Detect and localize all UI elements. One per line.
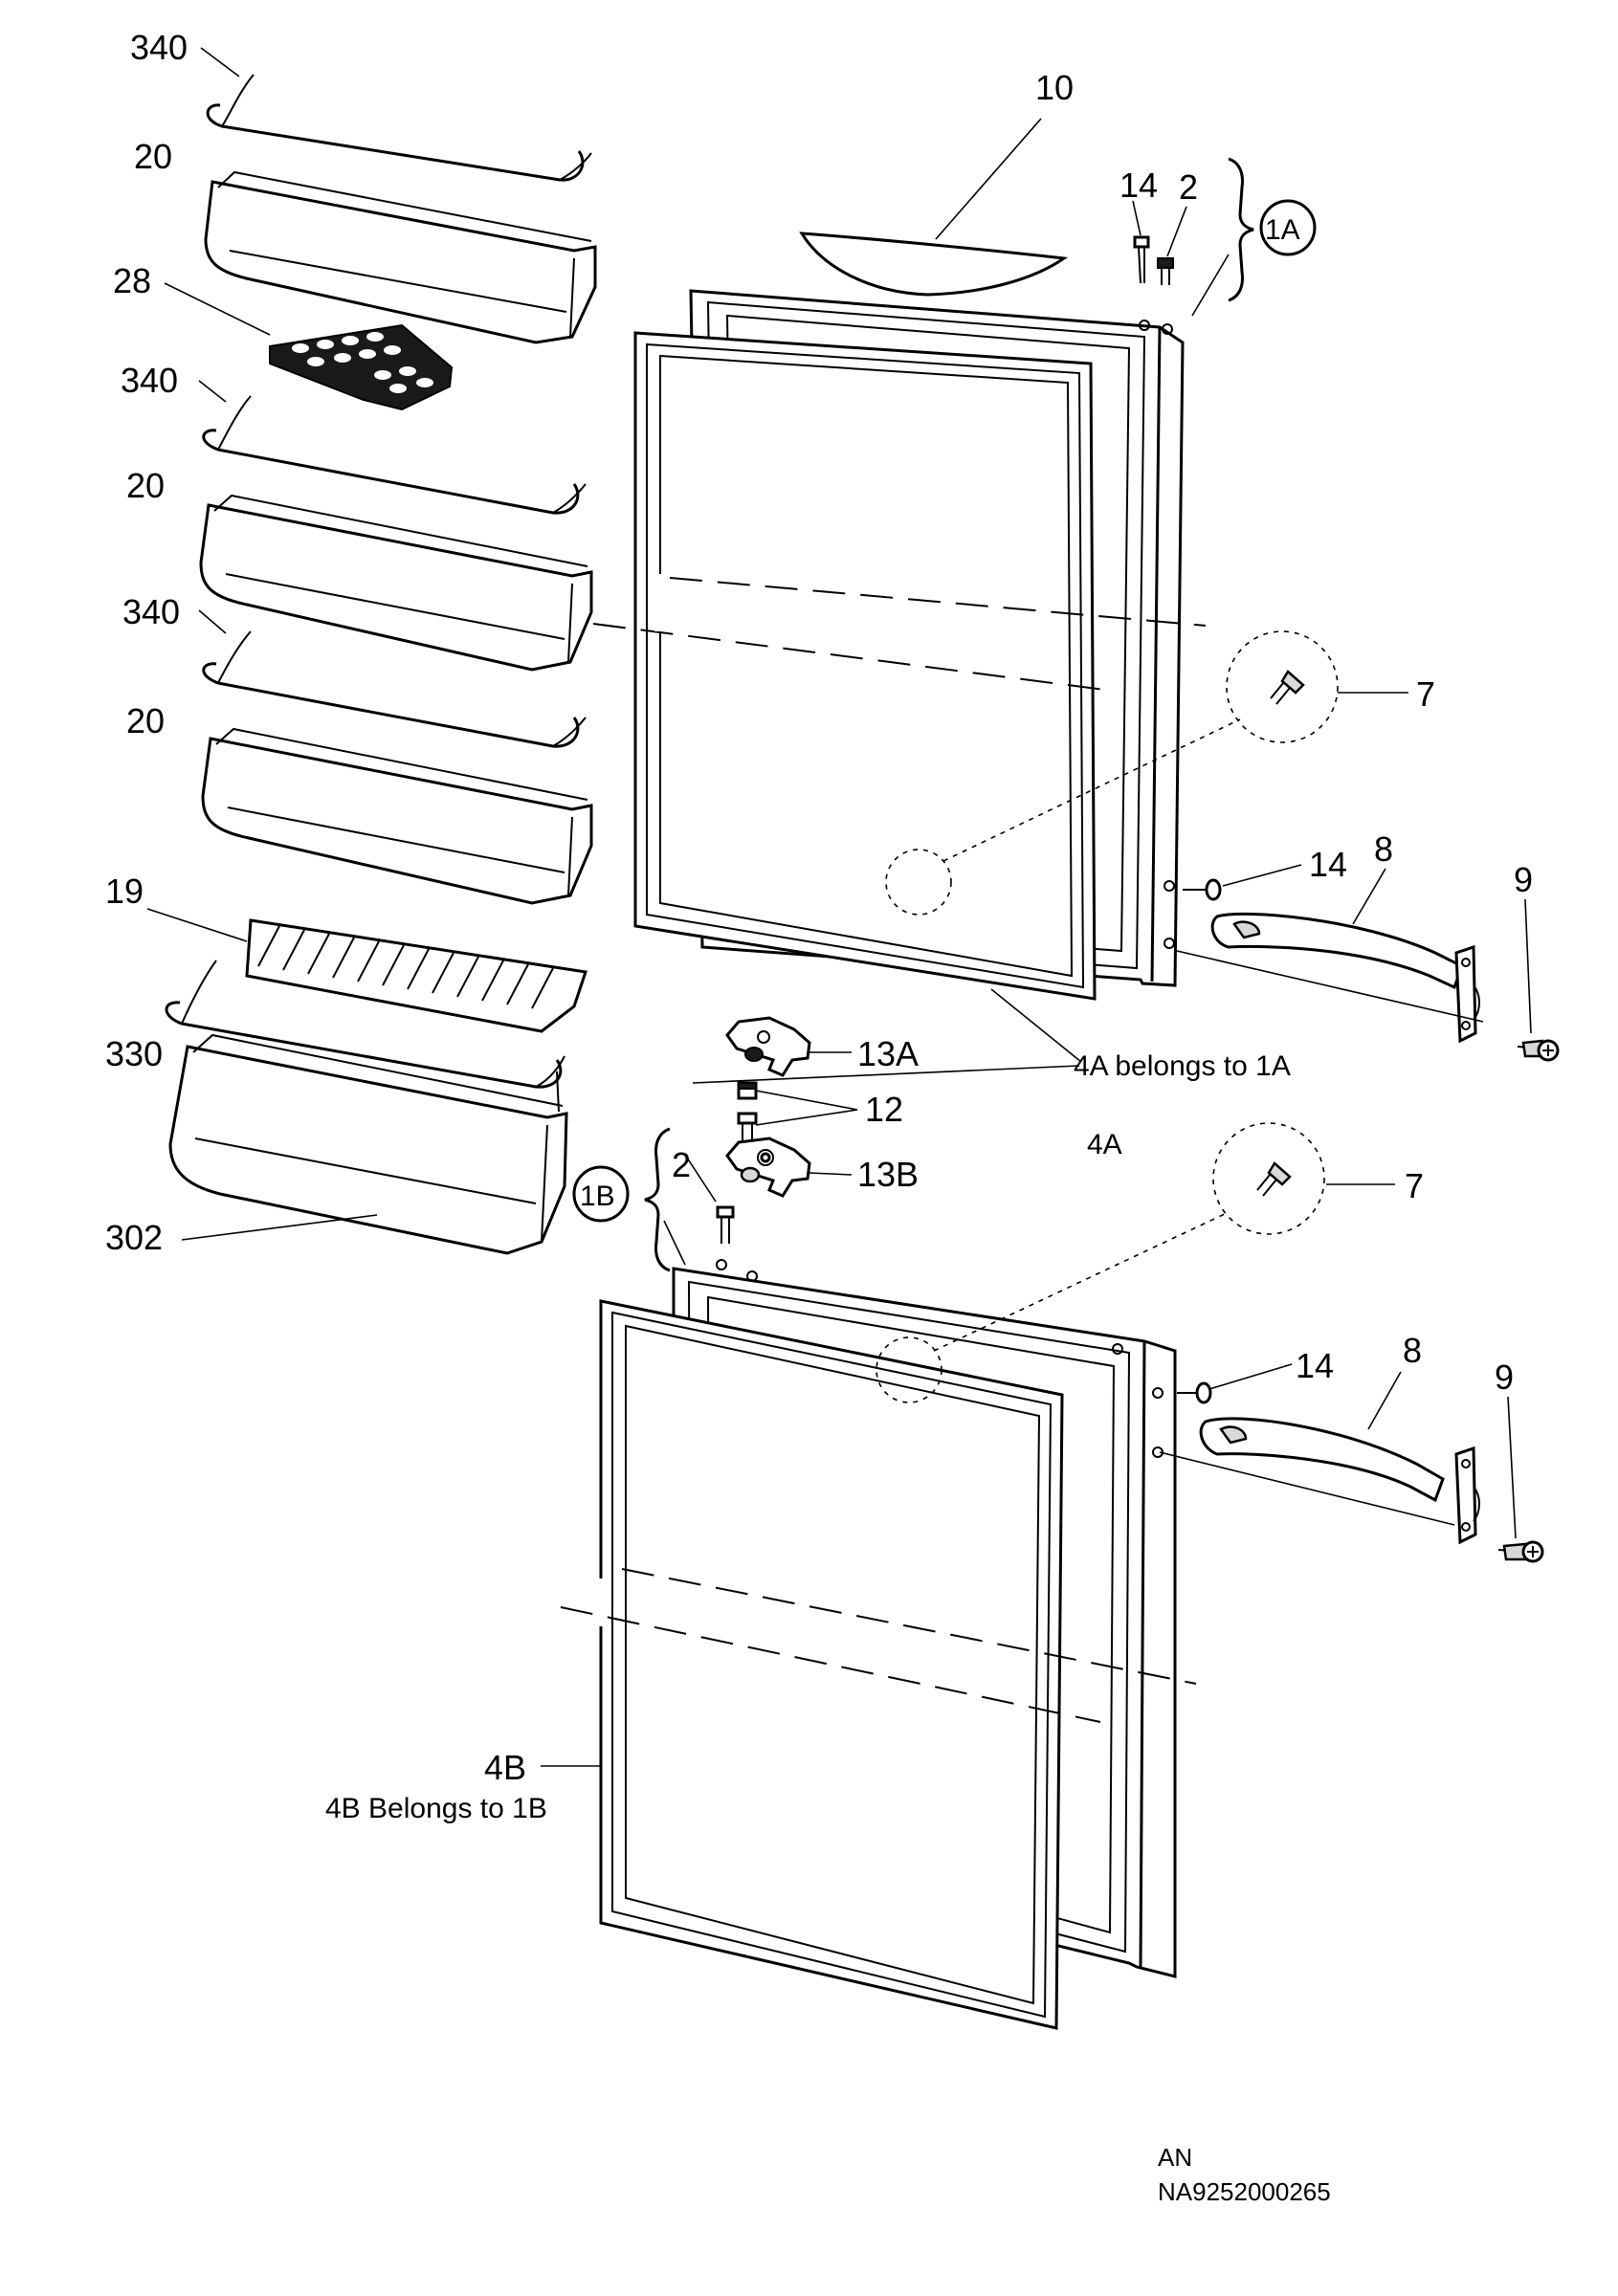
screw-9-bottom bbox=[1497, 1540, 1544, 1563]
leader-lines bbox=[146, 47, 1532, 1767]
label-note-4b: 4B Belongs to 1B bbox=[325, 1793, 547, 1824]
label-340-top: 340 bbox=[130, 28, 188, 67]
wire-rail-330 bbox=[165, 960, 565, 1089]
label-13b: 13B bbox=[857, 1155, 919, 1194]
group-brace-1b bbox=[572, 1127, 686, 1272]
hinge-13b bbox=[725, 1137, 811, 1198]
detail-screw-7-top bbox=[885, 630, 1339, 916]
label-28: 28 bbox=[113, 261, 151, 300]
screw-2-top bbox=[1157, 257, 1174, 285]
pin-14-bottom bbox=[1177, 1381, 1212, 1404]
drawing-footer: AN NA9252000265 bbox=[1158, 2143, 1331, 2206]
label-14-top: 14 bbox=[1119, 166, 1158, 205]
label-12: 12 bbox=[865, 1090, 903, 1129]
label-20-lower: 20 bbox=[126, 701, 165, 740]
label-13a: 13A bbox=[857, 1034, 919, 1073]
handle-8-bottom bbox=[1199, 1417, 1480, 1545]
screw-2-bottom bbox=[716, 1205, 735, 1244]
door-bin-20-middle bbox=[199, 494, 593, 672]
label-9-bottom: 9 bbox=[1495, 1358, 1514, 1397]
label-4b: 4B bbox=[484, 1748, 526, 1787]
label-20-middle: 20 bbox=[126, 466, 165, 505]
label-1a: 1A bbox=[1265, 214, 1300, 246]
label-14-bottom: 14 bbox=[1296, 1346, 1334, 1385]
group-brace-1a bbox=[1191, 157, 1317, 317]
pin-14-middle bbox=[1183, 878, 1222, 901]
label-14-middle: 14 bbox=[1309, 845, 1347, 884]
egg-tray-28 bbox=[269, 323, 454, 411]
door-bin-20-top bbox=[204, 170, 597, 344]
door-panel-10 bbox=[799, 232, 1069, 297]
footer-line-1: AN bbox=[1158, 2143, 1192, 2172]
label-7-top: 7 bbox=[1416, 674, 1435, 714]
lower-door-break-lines bbox=[560, 1568, 1197, 1723]
detail-screw-7-bottom bbox=[875, 1122, 1325, 1403]
label-1b: 1B bbox=[580, 1181, 615, 1212]
label-8-top: 8 bbox=[1374, 829, 1393, 869]
part-labels: 340 20 28 340 20 340 20 19 330 302 10 14… bbox=[105, 28, 1533, 1824]
footer-drawing-number: NA9252000265 bbox=[1158, 2177, 1331, 2206]
label-10: 10 bbox=[1035, 68, 1074, 107]
label-20-top: 20 bbox=[134, 137, 172, 176]
pin-14-top bbox=[1133, 235, 1150, 284]
door-bin-20-lower bbox=[201, 727, 593, 905]
upper-door-break-lines bbox=[592, 574, 1207, 692]
label-330: 330 bbox=[105, 1034, 163, 1073]
label-2-bottom: 2 bbox=[672, 1145, 691, 1184]
screw-9-top bbox=[1517, 1039, 1560, 1062]
label-19: 19 bbox=[105, 872, 144, 911]
handle-8-top bbox=[1210, 912, 1480, 1044]
bush-12 bbox=[737, 1081, 758, 1100]
label-9-top: 9 bbox=[1514, 860, 1533, 899]
wire-rail-340-middle bbox=[202, 395, 587, 515]
door-gasket-4b bbox=[599, 1299, 1064, 2030]
label-302: 302 bbox=[105, 1218, 163, 1257]
label-4a: 4A bbox=[1087, 1129, 1122, 1160]
label-340-lower: 340 bbox=[122, 592, 180, 631]
hinge-13a bbox=[725, 1016, 811, 1077]
wire-rail-340-top bbox=[206, 74, 592, 182]
label-8-bottom: 8 bbox=[1403, 1331, 1422, 1370]
label-340-middle: 340 bbox=[121, 361, 178, 400]
door-gasket-4a bbox=[633, 331, 1097, 1001]
wire-rail-340-lower bbox=[202, 630, 587, 748]
bottle-rack-19 bbox=[245, 918, 587, 1033]
label-2-top: 2 bbox=[1179, 167, 1198, 207]
label-7-bottom: 7 bbox=[1405, 1166, 1424, 1205]
label-note-4a: 4A belongs to 1A bbox=[1074, 1050, 1291, 1082]
door-bin-302 bbox=[168, 1033, 568, 1255]
